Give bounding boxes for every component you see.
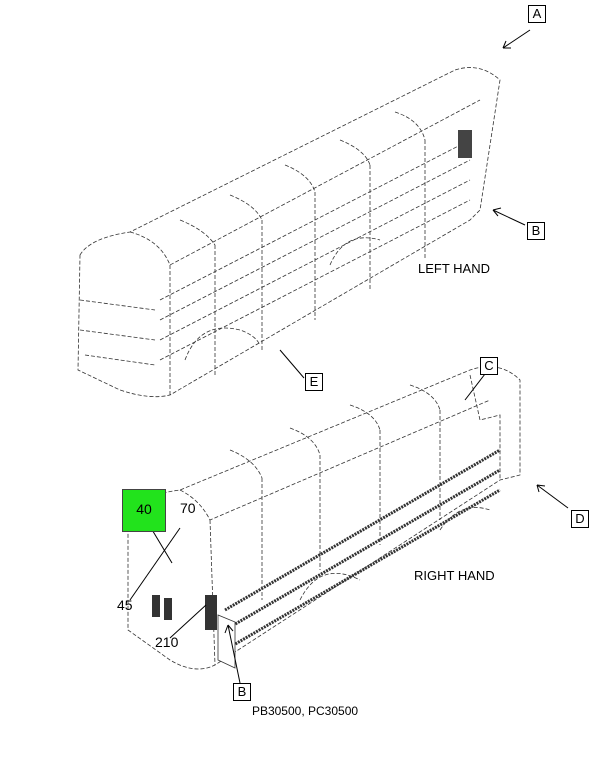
left-hand-label: LEFT HAND xyxy=(418,261,490,276)
figure-caption: PB30500, PC30500 xyxy=(251,704,359,718)
callout-b-bottom: B xyxy=(233,683,251,701)
right-hand-label: RIGHT HAND xyxy=(414,568,495,583)
right-hand-bus xyxy=(127,366,521,670)
callout-b-top: B xyxy=(527,222,545,240)
leader-lines xyxy=(129,29,569,684)
item-70[interactable]: 70 xyxy=(180,500,196,516)
callout-e: E xyxy=(305,373,323,391)
item-210[interactable]: 210 xyxy=(155,634,179,650)
callout-d: D xyxy=(571,510,589,528)
callout-a: A xyxy=(528,5,546,23)
item-45[interactable]: 45 xyxy=(117,597,133,613)
highlighted-item-40[interactable]: 40 xyxy=(122,489,166,532)
left-hand-bus xyxy=(77,67,501,398)
left-rear-grille xyxy=(458,130,472,158)
callout-c: C xyxy=(480,357,498,375)
right-side-rails xyxy=(224,448,501,652)
